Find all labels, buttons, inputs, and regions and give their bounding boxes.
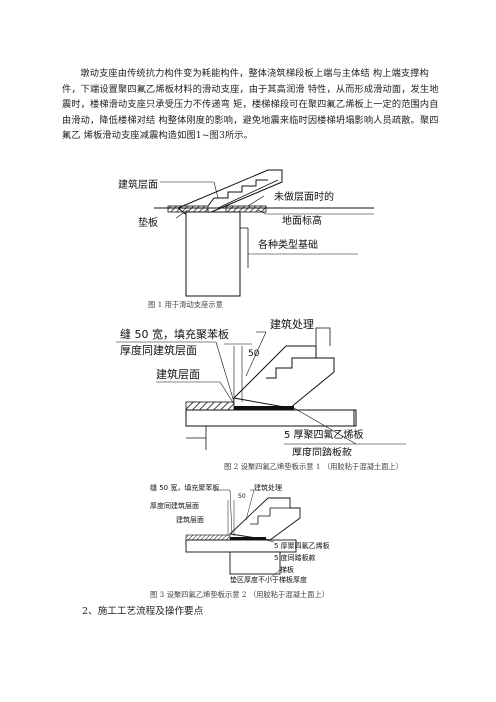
- figure-1-drawing: 建筑层面 垫板 未做层面时的 地面标高 各种类型基础: [118, 168, 390, 300]
- pad: [167, 205, 209, 213]
- figure-3-drawing: 缝 50 宽，填充聚苯板 50 建筑处理 厚度同建筑层面 建筑层面 5 厚聚四氟…: [150, 480, 350, 584]
- label-ground-2: 地面标高: [282, 214, 322, 227]
- foundation: [185, 211, 241, 297]
- body-paragraph: 墩动支座由传统抗力构件变为耗能构件，整体浇筑梯段板上端与主体结 构上端支撑构件，…: [62, 68, 439, 141]
- label-dim: 50: [248, 349, 260, 359]
- ptfe-plate: [230, 537, 266, 540]
- label-ptfe: 5 厚聚四氟乙烯板: [284, 428, 364, 441]
- building-layer: [185, 401, 235, 411]
- label-joint-1: 缝 50 宽，填充聚苯板: [150, 483, 219, 492]
- label-joint-1: 缝 50 宽，填充聚苯板: [120, 327, 229, 341]
- label-pad: 垫板: [138, 216, 158, 229]
- label-foundation: 各种类型基础: [258, 238, 318, 251]
- building-layer: [185, 534, 231, 541]
- floor-slab: [185, 409, 357, 427]
- label-treatment: 建筑处理: [270, 317, 314, 331]
- label-ground-1: 未做层面时的: [274, 190, 334, 203]
- figure-2-drawing: 缝 50 宽，填充聚苯板 厚度同建筑层面 50 建筑处理 建筑层面 5 厚聚四氟…: [116, 316, 406, 456]
- label-joint-2: 厚度同建筑层面: [150, 501, 199, 510]
- stair-steps: [207, 179, 268, 207]
- stair-slab: [232, 345, 335, 409]
- stair-slab: [229, 497, 301, 541]
- label-dim: 50: [238, 493, 246, 500]
- label-ptfe: 5 厚聚四氟乙烯板: [274, 541, 330, 550]
- label-surface: 建筑层面: [176, 515, 204, 524]
- label-slab: 梯板: [280, 565, 294, 574]
- label-surface: 建筑层面: [156, 367, 200, 381]
- label-thickness: 厚度同踏板款: [292, 446, 352, 456]
- bottom-block: [229, 551, 281, 575]
- figure-2-caption: 图 2 设聚四氟乙烯垫板示意 1 （用胶粘于混凝土面上）: [224, 462, 404, 471]
- label-building-surface: 建筑层面: [118, 178, 158, 191]
- label-thickness: 5 度同踏板款: [274, 553, 316, 562]
- section-heading: 2、施工工艺流程及操作要点: [82, 606, 204, 617]
- figure-1-caption: 图 1 用于滑动支座示意: [148, 300, 223, 309]
- ptfe-plate: [234, 406, 294, 410]
- label-bottom: 垫区厚度不小于梯板厚度: [230, 575, 307, 584]
- label-treatment: 建筑处理: [254, 483, 282, 492]
- figure-3-caption: 图 3 设聚四氟乙烯垫板示意 2 （用胶粘于混凝土面上）: [150, 590, 330, 599]
- label-joint-2: 厚度同建筑层面: [120, 343, 197, 357]
